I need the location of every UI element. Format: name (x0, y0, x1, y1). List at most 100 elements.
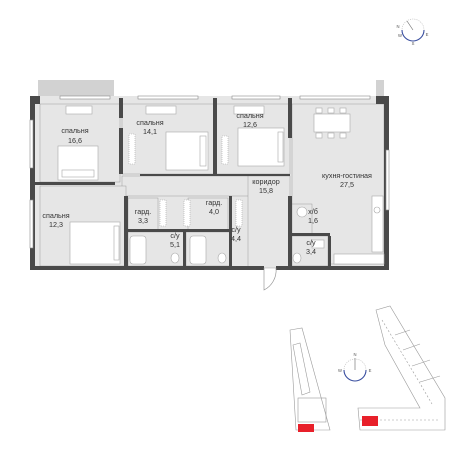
toilet-1 (170, 252, 180, 264)
wall-kitchen-lower (288, 196, 292, 268)
sink (373, 206, 381, 214)
window-left-1 (29, 119, 34, 169)
compass-arc (401, 29, 425, 42)
wall-bath3-right (328, 236, 331, 266)
label-wardrobe-2-name: гард. (206, 198, 222, 207)
chair-5 (327, 132, 335, 139)
compass-site-letter-w: W (338, 368, 342, 373)
label-bedroom-4-name: спальня (42, 211, 69, 220)
wall-storage (292, 233, 330, 236)
wall-bed4-right (124, 196, 128, 268)
bathtub-1 (129, 235, 147, 265)
compass-letter-n: N (396, 24, 399, 29)
wall-bed2-bed3 (213, 98, 217, 176)
site-plan (289, 305, 446, 432)
toilet-2 (217, 252, 227, 264)
wall-left (30, 96, 35, 268)
window-kitchen (299, 95, 371, 100)
desk-bedroom-2 (145, 105, 177, 115)
label-bedroom-2-name: спальня (136, 118, 163, 127)
compass-needle (406, 20, 414, 31)
compass-letter-e: E (426, 32, 429, 37)
chair-2 (327, 107, 335, 114)
site-block-right (357, 305, 446, 431)
label-bedroom-4-area: 12,3 (49, 220, 63, 229)
chair-3 (339, 107, 347, 114)
label-wardrobe-2-area: 4,0 (209, 207, 219, 216)
compass-site-letter-n: N (353, 352, 356, 357)
label-bathroom-3-area: 3,4 (306, 247, 316, 256)
compass-letter-s: S (412, 41, 415, 46)
dining-table (313, 113, 351, 133)
site-block-right-grid-4 (402, 343, 421, 351)
wall-bottom (30, 266, 264, 270)
wall-bed1-bottom (35, 182, 115, 185)
label-bathroom-2-name: с/у (231, 225, 241, 234)
bed-bedroom-4 (69, 221, 121, 265)
furniture (57, 105, 385, 291)
label-bathroom-2-area: 4,4 (231, 234, 241, 243)
compass-site: N W E (338, 352, 372, 382)
wall-bath2-right (229, 196, 232, 268)
site-block-left-inner (292, 342, 311, 396)
pillow-bedroom-2 (199, 135, 207, 167)
compass-site-arc (343, 369, 367, 382)
compass-letter-w: W (398, 33, 402, 38)
wall-top-right (376, 96, 389, 104)
chair-4 (315, 132, 323, 139)
site-highlight-left (298, 424, 314, 432)
compass-site-letter-e: E (369, 368, 372, 373)
kitchen-counter (371, 195, 384, 253)
wall-bed1-bed2-lower (119, 128, 123, 174)
wall-bed3-kitchen (288, 98, 292, 138)
window-right (385, 149, 390, 211)
floor-corridor (121, 175, 263, 197)
label-bedroom-3-name: спальня (236, 111, 263, 120)
window-bed3 (231, 95, 281, 100)
site-block-right-grid-3 (394, 329, 411, 336)
label-kitchen-area: 27,5 (340, 180, 354, 189)
wardrobe-rail-5 (235, 199, 243, 227)
wardrobe-rail-4 (183, 199, 191, 227)
wall-bed1-bed2 (119, 98, 123, 118)
desk-bedroom-3 (233, 105, 265, 115)
bed-bedroom-3 (237, 127, 285, 167)
entrance-door (263, 267, 277, 291)
window-bed2 (137, 95, 199, 100)
sink-3 (311, 239, 325, 249)
wall-top-left (30, 96, 40, 104)
label-bedroom-1-area: 16,6 (68, 136, 82, 145)
label-corridor-area: 15,8 (259, 186, 273, 195)
windows (29, 95, 390, 249)
label-wardrobe-1-name: гард. (135, 207, 151, 216)
washer (296, 206, 308, 218)
floor-corridor-vertical (247, 175, 291, 269)
room-labels: спальня 16,6 спальня 14,1 спальня 12,6 к… (42, 111, 372, 256)
wardrobe-rail-2 (221, 135, 229, 165)
chair-6 (339, 132, 347, 139)
wall-bottom-right (276, 266, 386, 270)
label-corridor-name: коридор (252, 177, 279, 186)
chair-1 (315, 107, 323, 114)
window-left-2 (29, 199, 34, 249)
site-block-right-grid-6 (419, 375, 441, 383)
compass-top: N W E S (396, 18, 429, 46)
pillow-bedroom-3 (277, 131, 284, 163)
label-bathroom-1-area: 5,1 (170, 240, 180, 249)
label-kitchen-name: кухня-гостиная (322, 171, 372, 180)
label-bathroom-3-name: с/у (306, 238, 316, 247)
toilet-3 (292, 252, 302, 264)
kitchen-counter-bottom (333, 253, 385, 265)
label-storage-area: 1,6 (308, 216, 318, 225)
wardrobe-rail-3 (159, 199, 167, 227)
label-bedroom-2-area: 14,1 (143, 127, 157, 136)
desk-bedroom-1 (65, 105, 93, 115)
label-storage-name: х/б (308, 207, 318, 216)
label-wardrobe-1-area: 3,3 (138, 216, 148, 225)
wall-bath1-bath2 (183, 232, 186, 268)
site-block-left-courtyard (297, 397, 327, 423)
wall-corridor-top (140, 174, 290, 176)
bathtub-2 (189, 235, 207, 265)
pillow-bedroom-4 (113, 225, 120, 261)
